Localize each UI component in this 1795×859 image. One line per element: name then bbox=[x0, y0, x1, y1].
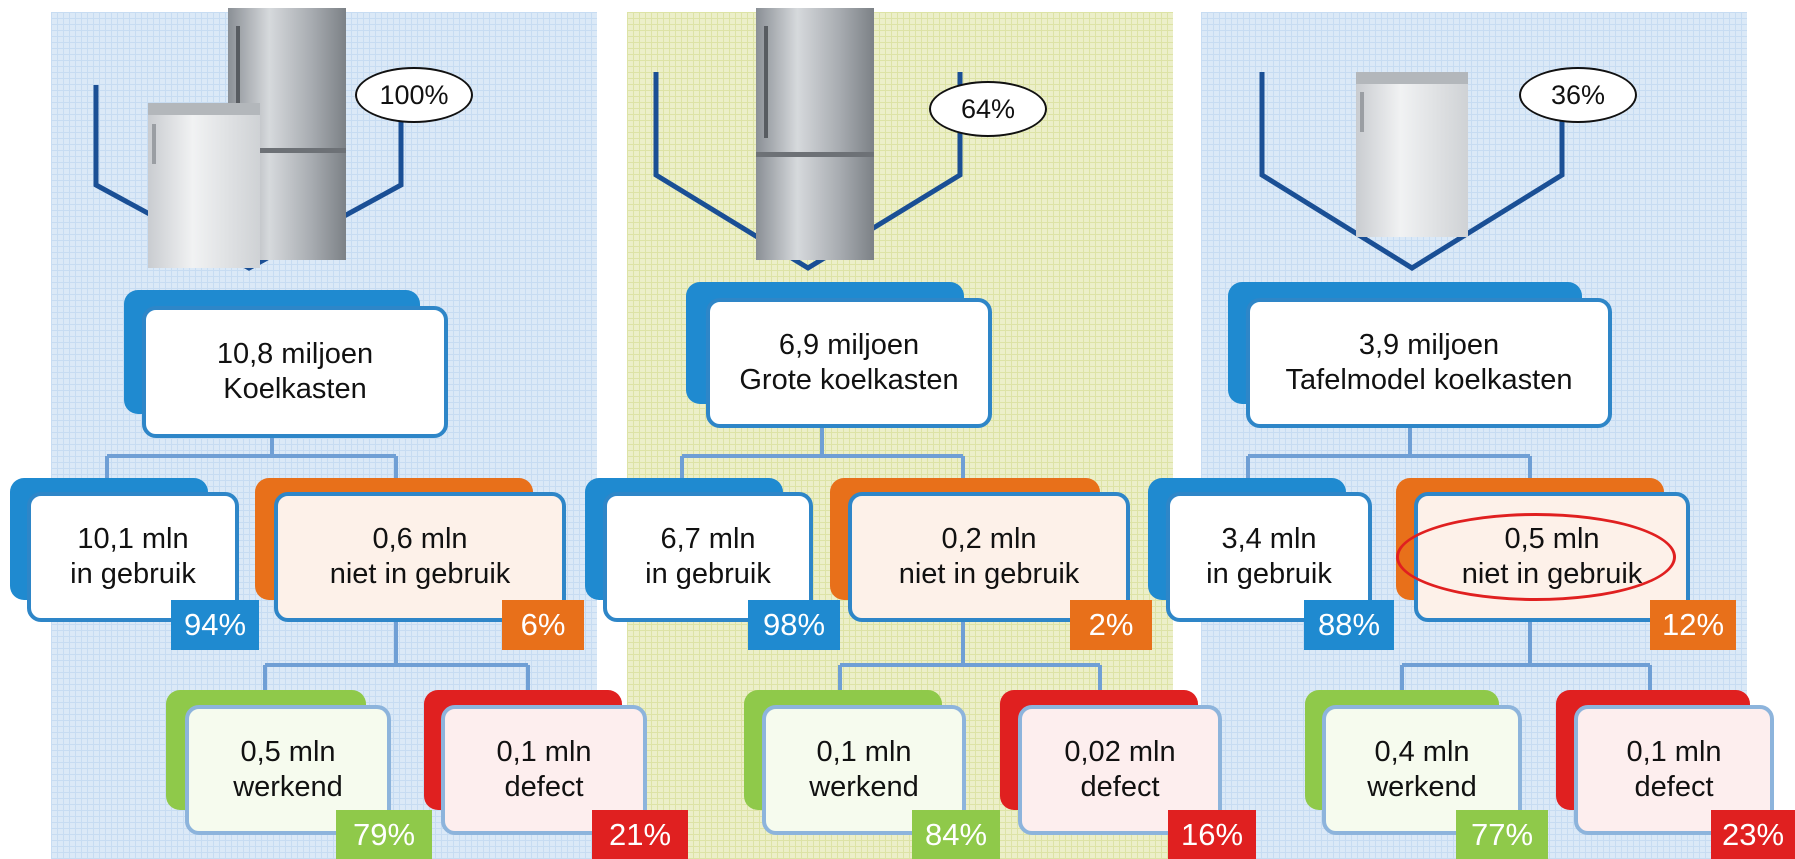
pentagon-shape-3 bbox=[1259, 72, 1565, 271]
in-use-amount: 3,4 mln bbox=[1221, 523, 1317, 555]
share-bubble-1: 100% bbox=[355, 67, 473, 123]
share-bubble-3: 36% bbox=[1519, 67, 1637, 123]
in-use-amount: 6,7 mln bbox=[660, 523, 756, 555]
working-percent: 79% bbox=[336, 810, 432, 859]
total-amount: 3,9 miljoen bbox=[1358, 329, 1500, 361]
working-label: werkend bbox=[1367, 771, 1477, 803]
fridge-large-icon-2 bbox=[756, 8, 874, 260]
working-percent: 84% bbox=[912, 810, 1000, 859]
working-label: werkend bbox=[233, 771, 343, 803]
defect-percent: 16% bbox=[1168, 810, 1256, 859]
total-amount: 6,9 miljoen bbox=[778, 329, 920, 361]
defect-label: defect bbox=[504, 771, 584, 803]
defect-percent: 23% bbox=[1711, 810, 1795, 859]
not-in-use-amount: 0,2 mln bbox=[941, 523, 1037, 555]
fridge-small-icon-1 bbox=[148, 103, 260, 268]
fridge-small-icon-3 bbox=[1356, 72, 1468, 237]
working-percent: 77% bbox=[1456, 810, 1548, 859]
not-in-use-label: niet in gebruik bbox=[898, 558, 1080, 590]
working-label: werkend bbox=[809, 771, 919, 803]
defect-percent: 21% bbox=[592, 810, 688, 859]
working-amount: 0,1 mln bbox=[816, 736, 912, 768]
total-label: Koelkasten bbox=[223, 373, 367, 405]
in-use-label: in gebruik bbox=[1206, 558, 1332, 590]
defect-label: defect bbox=[1080, 771, 1160, 803]
in-use-label: in gebruik bbox=[645, 558, 771, 590]
pentagon-shape-2 bbox=[653, 72, 963, 271]
not-in-use-percent: 6% bbox=[502, 600, 584, 650]
in-use-amount: 10,1 mln bbox=[77, 523, 189, 555]
not-in-use-label: niet in gebruik bbox=[329, 558, 511, 590]
defect-amount: 0,1 mln bbox=[496, 736, 592, 768]
in-use-label: in gebruik bbox=[70, 558, 196, 590]
total-label: Tafelmodel koelkasten bbox=[1285, 364, 1573, 396]
in-use-percent: 94% bbox=[171, 600, 259, 650]
defect-amount: 0,02 mln bbox=[1064, 736, 1176, 768]
total-amount: 10,8 miljoen bbox=[216, 338, 374, 370]
not-in-use-percent: 2% bbox=[1070, 600, 1152, 650]
in-use-percent: 88% bbox=[1304, 600, 1394, 650]
working-amount: 0,5 mln bbox=[240, 736, 336, 768]
share-bubble-2: 64% bbox=[929, 81, 1047, 137]
total-label: Grote koelkasten bbox=[739, 364, 959, 396]
not-in-use-amount: 0,6 mln bbox=[372, 523, 468, 555]
defect-label: defect bbox=[1634, 771, 1714, 803]
working-amount: 0,4 mln bbox=[1374, 736, 1470, 768]
defect-amount: 0,1 mln bbox=[1626, 736, 1722, 768]
not-in-use-percent: 12% bbox=[1650, 600, 1736, 650]
in-use-percent: 98% bbox=[748, 600, 840, 650]
highlight-ring bbox=[1396, 513, 1676, 601]
